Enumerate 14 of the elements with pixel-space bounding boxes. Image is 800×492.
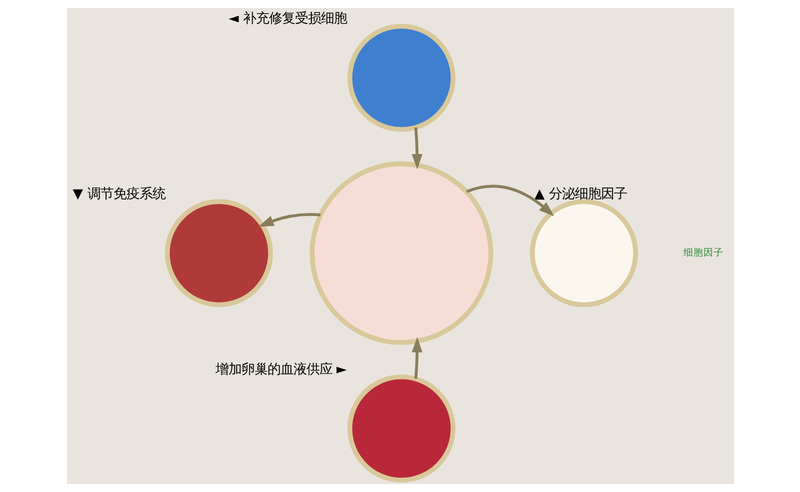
label: 细胞因子 — [682, 248, 723, 259]
node-circle — [346, 374, 455, 482]
node-circle — [164, 199, 272, 308]
node-label: ▲ 分泌细胞因子 — [534, 186, 626, 202]
node-circle — [309, 161, 493, 345]
node-label: ▼ 调节免疫系统 — [72, 186, 165, 202]
arrow — [466, 184, 554, 216]
arrow — [411, 337, 422, 379]
node-circle — [529, 199, 638, 308]
arrow — [411, 127, 422, 170]
node-label: ◄ 补充修复受损细胞 — [228, 12, 347, 27]
node-circle — [346, 24, 455, 132]
arrow — [258, 213, 320, 227]
node-label: 增加卵巢的血液供应 ► — [214, 362, 346, 378]
